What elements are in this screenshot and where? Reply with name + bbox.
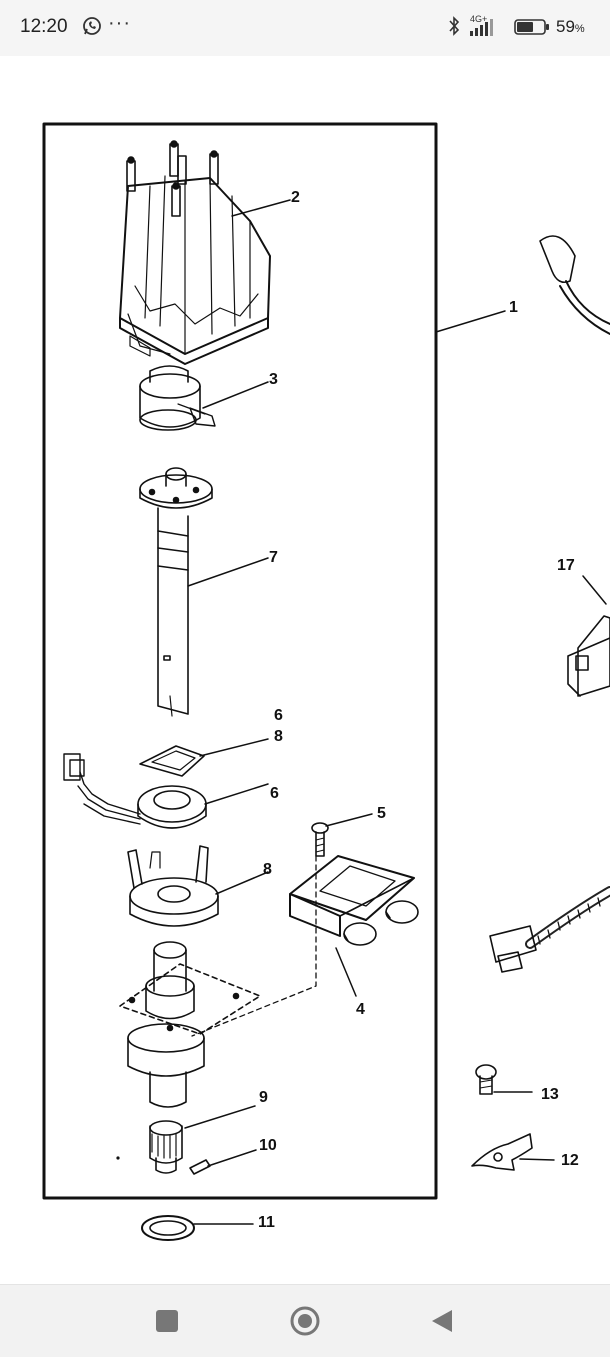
callout-4: 4 xyxy=(356,1001,365,1018)
status-bar: 12:20 ··· 4G+ 59% xyxy=(0,0,610,56)
pickup-plate xyxy=(139,745,205,777)
whatsapp-icon xyxy=(83,17,101,35)
hold-down-clamp xyxy=(471,1133,533,1171)
callout-2: 2 xyxy=(291,189,300,206)
ignition-coil-bracket xyxy=(567,615,610,697)
callout-3: 3 xyxy=(269,371,278,388)
signal-icon xyxy=(470,19,493,36)
callout-17: 17 xyxy=(557,557,575,574)
drive-gear xyxy=(149,1120,183,1174)
back-button[interactable] xyxy=(402,1285,482,1357)
battery-icon xyxy=(514,19,549,35)
home-button[interactable] xyxy=(265,1285,345,1357)
battery-value: 59 xyxy=(556,17,575,36)
rotor xyxy=(139,365,216,431)
callout-12: 12 xyxy=(561,1152,579,1169)
callout-6-lower: 6 xyxy=(270,785,279,802)
callout-8-lower: 8 xyxy=(263,861,272,878)
battery-percentage: 59% xyxy=(556,17,585,37)
callout-6-upper: 6 xyxy=(274,707,283,724)
callout-10: 10 xyxy=(259,1137,277,1154)
image-viewer[interactable]: 2 1 3 7 17 6 8 6 5 8 4 13 9 10 12 11 xyxy=(0,56,610,1284)
distributor-shaft xyxy=(139,467,213,717)
wiring-harness xyxy=(489,886,610,973)
screw xyxy=(311,822,329,857)
callout-8-upper: 8 xyxy=(274,728,283,745)
notification-more-icon: ··· xyxy=(108,12,131,34)
distributor-housing xyxy=(119,941,261,1108)
status-time: 12:20 xyxy=(20,16,68,37)
callout-13: 13 xyxy=(541,1086,559,1103)
distributor-cap xyxy=(119,140,271,365)
recents-icon xyxy=(156,1310,178,1332)
bluetooth-icon xyxy=(449,16,460,36)
bolt xyxy=(475,1064,497,1095)
callout-11: 11 xyxy=(258,1214,275,1231)
callout-7: 7 xyxy=(269,549,278,566)
recents-button[interactable] xyxy=(127,1285,207,1357)
washer xyxy=(141,1215,195,1241)
pickup-coil xyxy=(63,753,207,829)
callout-9: 9 xyxy=(259,1089,268,1106)
navigation-bar xyxy=(0,1284,610,1357)
pole-piece xyxy=(127,845,219,927)
callout-1: 1 xyxy=(509,299,518,316)
assembly-frame xyxy=(42,122,438,1200)
back-icon xyxy=(432,1310,452,1332)
callout-5: 5 xyxy=(377,805,386,822)
network-type-label: 4G+ xyxy=(470,14,488,24)
battery-unit: % xyxy=(574,23,585,35)
ignition-module xyxy=(289,855,419,946)
home-icon xyxy=(290,1306,320,1336)
roll-pin xyxy=(189,1159,211,1175)
distributor-parts-diagram xyxy=(42,122,610,1241)
coil-wire xyxy=(539,235,610,335)
